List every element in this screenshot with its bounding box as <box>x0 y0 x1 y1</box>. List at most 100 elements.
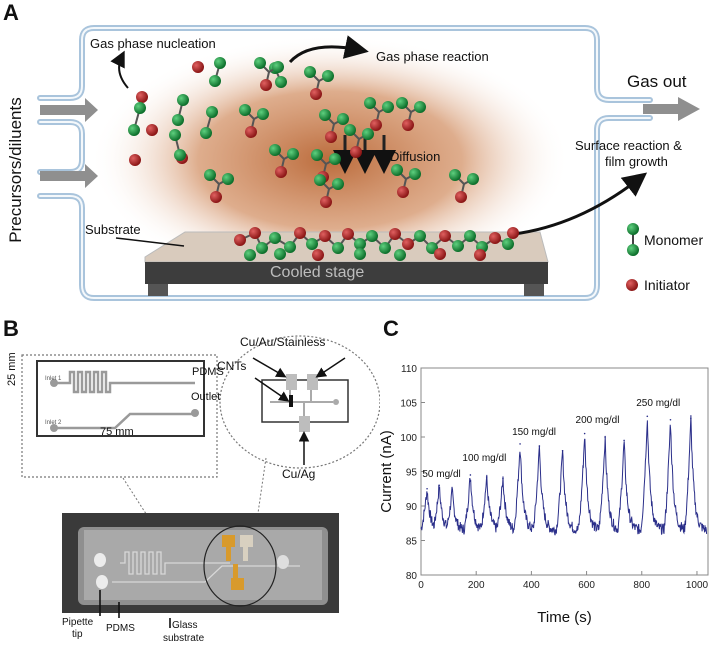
monomer-unit <box>172 114 184 126</box>
initiator-molecule <box>129 154 141 166</box>
monomer-unit <box>269 232 281 244</box>
cnts-label: CNTs <box>217 359 247 373</box>
x-tick-label: 400 <box>523 580 540 591</box>
peak-point <box>451 490 453 492</box>
panel-b-letter: B <box>3 316 19 341</box>
gas-phase-reaction-arrow <box>288 35 369 64</box>
monomer-unit <box>366 230 378 242</box>
initiated-monomer <box>304 66 334 100</box>
x-tick-label: 0 <box>418 580 424 591</box>
monomer-unit <box>379 242 391 254</box>
monomer-unit <box>414 230 426 242</box>
concentration-annotation: 250 mg/dl <box>636 398 680 409</box>
monomer-unit <box>177 94 189 106</box>
schematic-pdms-label: PDMS <box>192 366 224 378</box>
initiated-monomer <box>344 124 374 158</box>
peak-point <box>538 445 541 447</box>
peak-point <box>426 487 428 490</box>
monomer-unit <box>204 169 216 181</box>
monomer-unit <box>502 238 514 250</box>
gas-phase-nucleation-label: Gas phase nucleation <box>90 36 216 51</box>
monomer-unit <box>304 66 316 78</box>
schematic-height-label: 25 mm <box>6 346 18 386</box>
pipette-label-2: tip <box>72 629 83 640</box>
monomer-icon <box>627 223 639 256</box>
cnt-electrode <box>289 395 293 407</box>
initiator-unit <box>342 228 354 240</box>
initiated-monomer <box>239 104 269 138</box>
gas-phase-reaction-label: Gas phase reaction <box>376 49 489 64</box>
peak-point <box>502 477 504 480</box>
monomer-unit <box>364 97 376 109</box>
monomer-unit <box>222 173 234 185</box>
initiator-unit <box>474 249 486 261</box>
polymer-film <box>234 227 519 261</box>
initiated-monomer <box>449 169 479 203</box>
peak-point <box>623 439 625 442</box>
chamber-wall <box>37 25 653 301</box>
electrode-callout <box>219 335 380 469</box>
initiator-unit <box>389 228 401 240</box>
electrode-top-label: Cu/Au/Stainless <box>240 335 326 349</box>
substrate-label: Substrate <box>85 222 141 237</box>
glass-label-2: substrate <box>163 633 205 644</box>
initiator-unit <box>325 131 337 143</box>
concentration-annotation: 200 mg/dl <box>576 415 620 426</box>
x-tick-label: 200 <box>468 580 485 591</box>
inlet-arrow-1 <box>40 98 98 122</box>
monomer-unit <box>287 148 299 160</box>
initiator-unit <box>136 91 148 103</box>
x-tick-label: 1000 <box>686 580 709 591</box>
nucleation-arrow <box>110 50 129 89</box>
serpentine-channel <box>55 370 195 394</box>
surface-reaction-arrow <box>513 172 648 236</box>
monomer-molecule <box>128 102 146 136</box>
cooled-stage-label: Cooled stage <box>270 264 365 281</box>
initiator-unit <box>129 154 141 166</box>
peak-point <box>485 476 488 478</box>
initiator-unit <box>249 227 261 239</box>
schematic-inlet2-label: Inlet 2 <box>45 420 62 426</box>
height-dimension: 25 mm <box>6 352 18 386</box>
initiated-monomer <box>269 144 299 178</box>
initiated-monomer <box>391 164 421 198</box>
substrate-pointer <box>115 237 185 247</box>
monomer-unit <box>169 129 181 141</box>
peak-point <box>519 443 521 445</box>
panel-a-letter: A <box>3 0 19 25</box>
initiator-molecule <box>146 124 158 136</box>
initiator-unit <box>507 227 519 239</box>
monomer-molecule <box>209 57 226 87</box>
monomer-unit <box>257 108 269 120</box>
y-tick-label: 110 <box>401 364 417 375</box>
molecules <box>128 57 479 208</box>
initiator-unit <box>210 191 222 203</box>
monomer-molecule <box>200 106 218 139</box>
legend-monomer-label: Monomer <box>644 232 704 248</box>
monomer-unit <box>209 75 221 87</box>
legend-initiator-label: Initiator <box>644 277 690 293</box>
y-tick-label: 90 <box>406 502 418 513</box>
monomer-unit <box>244 249 256 261</box>
surface-reaction-label-2: film growth <box>605 154 668 169</box>
monomer-unit <box>332 178 344 190</box>
device-photo <box>62 513 339 613</box>
peak-point <box>438 484 441 487</box>
initiator-unit <box>350 146 362 158</box>
initiator-unit <box>192 61 204 73</box>
y-tick-label: 100 <box>400 433 417 444</box>
monomer-molecule <box>169 129 186 161</box>
monomer-unit <box>306 238 318 250</box>
initiator-unit <box>310 88 322 100</box>
monomer-unit <box>464 230 476 242</box>
y-tick-label: 105 <box>400 399 417 410</box>
initiator-unit <box>489 232 501 244</box>
panel-a-diagram <box>37 25 700 301</box>
initiator-molecule <box>192 61 204 73</box>
monomer-unit <box>272 61 284 73</box>
schematic-outlet-label: Outlet <box>191 391 221 403</box>
monomer-molecule <box>172 94 189 126</box>
pipette-label-1: Pipette <box>62 617 94 628</box>
glass-label-1: Glass <box>172 620 198 631</box>
x-axis-label: Time (s) <box>537 609 591 626</box>
